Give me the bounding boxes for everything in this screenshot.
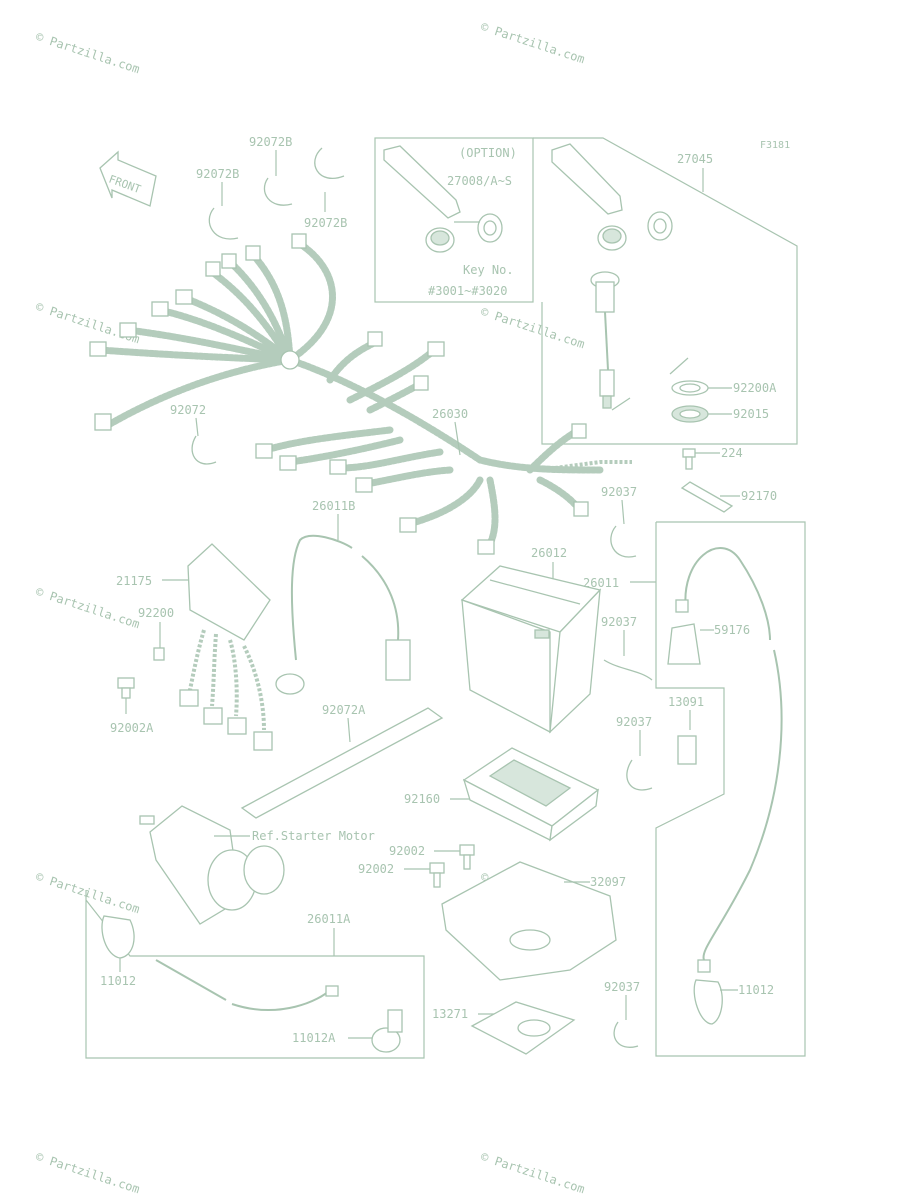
plate-13271: 13271: [432, 1001, 576, 1055]
callout-92002-2: 92002: [358, 862, 394, 876]
option-title: (OPTION): [459, 146, 517, 160]
callout-26030: 26030: [432, 407, 468, 421]
tray-92160: 92160: [404, 747, 600, 842]
callout-92002-1: 92002: [389, 844, 425, 858]
watermark: © Partzilla.com: [34, 30, 141, 77]
watermark: © Partzilla.com: [34, 585, 141, 632]
callout-13271: 13271: [432, 1007, 468, 1021]
cable-26011B: 26011B: [275, 499, 411, 695]
bracket-32097: 92002 92002 32097: [358, 844, 626, 981]
callout-92037-1: 92037: [601, 485, 637, 499]
callout-224: 224: [721, 446, 743, 460]
callout-92072B-3: 92072B: [304, 216, 347, 230]
callout-32097: 32097: [590, 875, 626, 889]
cable-26011A-group: 26011A 11012 11012A: [85, 890, 425, 1059]
callout-92072: 92072: [170, 403, 206, 417]
callout-92072A: 92072A: [322, 703, 366, 717]
watermark: © Partzilla.com: [34, 1150, 141, 1197]
fuse-13091: 13091: [668, 695, 704, 765]
callout-59176: 59176: [714, 623, 750, 637]
callout-11012A: 11012A: [292, 1031, 336, 1045]
starter-motor-ref: Ref.Starter Motor: [139, 805, 375, 925]
front-arrow-icon: FRONT: [99, 150, 157, 207]
regulator-21175: 21175 92200 92002A: [110, 543, 273, 751]
callout-92002A: 92002A: [110, 721, 154, 735]
clamp-92037-1: 92037: [601, 485, 637, 558]
callout-92037-2: 92037: [601, 615, 637, 629]
callout-92200A: 92200A: [733, 381, 777, 395]
watermark: © Partzilla.com: [479, 305, 586, 352]
cable-26011-group: 26011 59176 11012: [583, 521, 806, 1057]
main-harness-26030: 26030 92072: [89, 233, 632, 555]
option-box: (OPTION) 27008/A~S Key No. #3001~#3020: [374, 137, 534, 303]
callout-11012-1: 11012: [100, 974, 136, 988]
watermark: © Partzilla.com: [479, 1150, 586, 1197]
clamp-92037-2: 92037: [601, 615, 653, 681]
callout-11012-2: 11012: [738, 983, 774, 997]
watermark: © Partzilla.com: [479, 20, 586, 67]
clamp-92037-3: 92037: [616, 715, 653, 791]
option-part-number: 27008/A~S: [447, 174, 512, 188]
callout-21175: 21175: [116, 574, 152, 588]
callout-26011A: 26011A: [307, 912, 351, 926]
callout-92037-4: 92037: [604, 980, 640, 994]
callout-26012: 26012: [531, 546, 567, 560]
callout-26011B: 26011B: [312, 499, 355, 513]
figure-id: F3181: [760, 140, 790, 151]
callout-92015: 92015: [733, 407, 769, 421]
callout-92160: 92160: [404, 792, 440, 806]
option-note-keyno: Key No.: [463, 263, 514, 277]
callout-92200: 92200: [138, 606, 174, 620]
clamp-92037-4: 92037: [604, 980, 640, 1048]
ignition-switch-group: 27045 92200A 92015: [533, 137, 798, 445]
callout-92170: 92170: [741, 489, 777, 503]
battery-26012: 26012: [460, 546, 602, 734]
clamp-92072B-group: 92072B 92072B 92072B: [196, 135, 347, 240]
callout-13091: 13091: [668, 695, 704, 709]
watermark: © Partzilla.com: [34, 870, 141, 917]
callout-26011: 26011: [583, 576, 619, 590]
callout-27045: 27045: [677, 152, 713, 166]
callout-92072B-1: 92072B: [249, 135, 292, 149]
callout-92037-3: 92037: [616, 715, 652, 729]
strap-92072A: 92072A: [240, 703, 444, 819]
callout-92072B-2: 92072B: [196, 167, 239, 181]
option-note-range: #3001~#3020: [428, 284, 507, 298]
bolt-224-group: 224 92170: [680, 446, 777, 513]
ref-starter-motor: Ref.Starter Motor: [252, 829, 375, 843]
